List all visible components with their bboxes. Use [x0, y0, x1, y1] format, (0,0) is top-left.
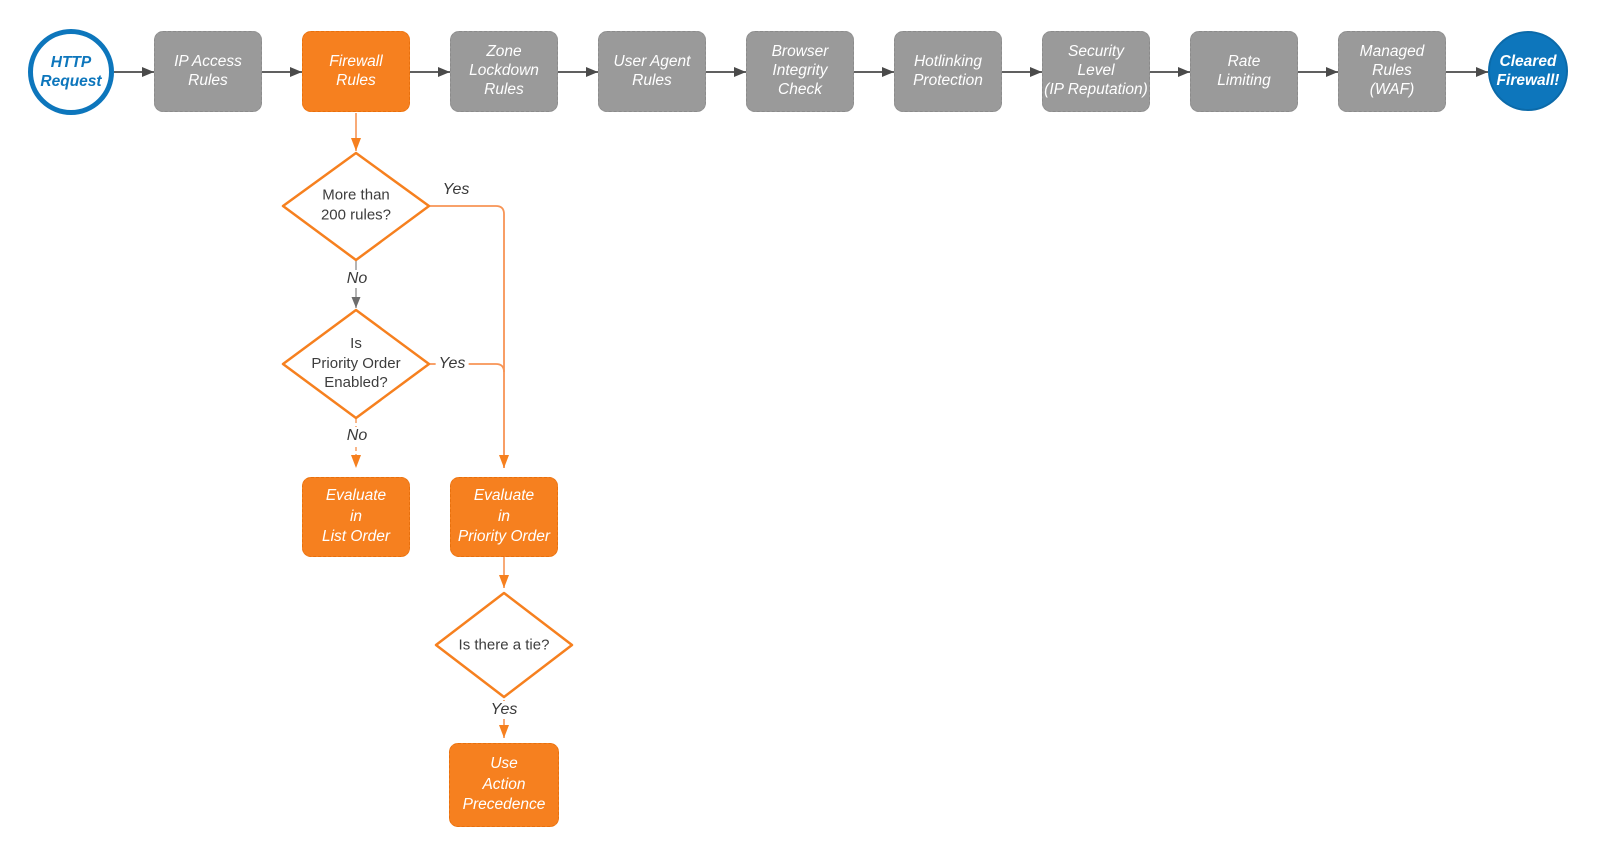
action-evaluate-list-order: Evaluate in List Order — [302, 477, 410, 557]
stage-browser-integrity-check: Browser Integrity Check — [746, 31, 854, 112]
decision-priority-enabled-shape — [281, 308, 431, 420]
decision-more-rules-shape — [281, 151, 431, 262]
decision-more-rules-label: More than 200 rules? — [320, 186, 392, 224]
stage-user-agent-rules: User Agent Rules — [598, 31, 706, 112]
decision-tie-label: Is there a tie? — [458, 636, 550, 654]
stage-security-level: Security Level (IP Reputation) — [1042, 31, 1150, 112]
stage-ip-access-rules: IP Access Rules — [154, 31, 262, 112]
stage-managed-rules-waf: Managed Rules (WAF) — [1338, 31, 1446, 112]
node-http-request: HTTP Request — [28, 29, 114, 115]
edge-label-yes-priority-enabled: Yes — [435, 355, 469, 373]
edge-label-yes-tie: Yes — [487, 701, 521, 719]
decision-priority-enabled-label: Is Priority Order Enabled? — [311, 334, 401, 391]
edge-yes-more-rules-to-priority-order — [429, 205, 509, 468]
action-evaluate-priority-order: Evaluate in Priority Order — [450, 477, 558, 557]
edge-label-yes-more-rules: Yes — [439, 181, 473, 199]
node-cleared-firewall: Cleared Firewall! — [1488, 31, 1568, 111]
stage-firewall-rules: Firewall Rules — [302, 31, 410, 112]
stage-rate-limiting: Rate Limiting — [1190, 31, 1298, 112]
stage-zone-lockdown-rules: Zone Lockdown Rules — [450, 31, 558, 112]
action-use-action-precedence: Use Action Precedence — [449, 743, 559, 827]
edge-label-no-priority-enabled: No — [343, 427, 371, 445]
edge-yes-priority-enabled-join — [429, 363, 505, 373]
stage-hotlinking-protection: Hotlinking Protection — [894, 31, 1002, 112]
edge-label-no-more-rules: No — [343, 270, 371, 288]
decision-tie-shape — [434, 591, 574, 699]
